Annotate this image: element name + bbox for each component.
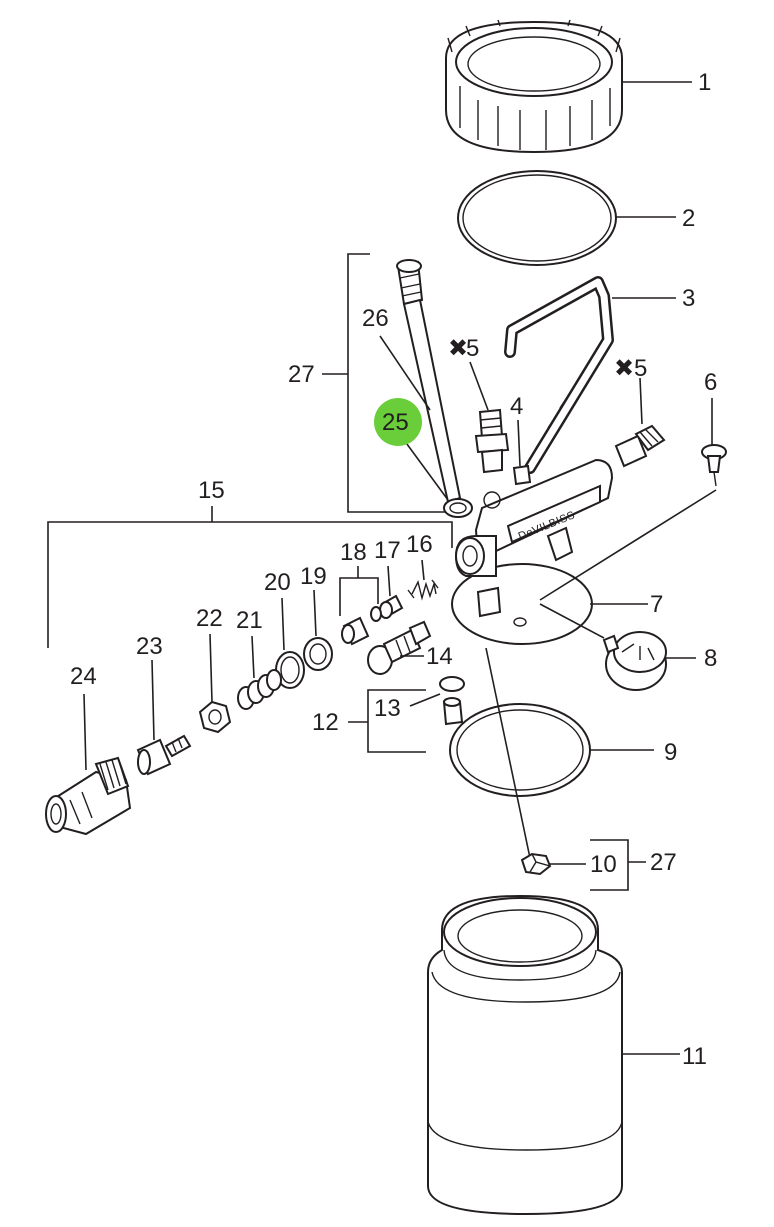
label-part-12: 12 xyxy=(312,709,339,736)
bracket-27-bottom xyxy=(590,839,629,891)
label-part-1: 1 xyxy=(698,69,711,96)
label-part-10: 10 xyxy=(590,851,617,878)
part-7-lid-assembly[interactable]: DeVILBISS xyxy=(451,458,614,645)
part-13-o-ring-small[interactable] xyxy=(439,676,465,692)
part-11-pressure-tank[interactable] xyxy=(427,894,623,1216)
part-3-fluid-tube[interactable] xyxy=(504,276,614,474)
part-9-tank-gasket[interactable] xyxy=(449,703,591,797)
part-19-washer[interactable] xyxy=(303,637,333,671)
label-part-9: 9 xyxy=(664,739,677,766)
part-13-fitting[interactable] xyxy=(442,697,464,726)
label-part-11: 11 xyxy=(682,1043,707,1070)
label-part-19: 19 xyxy=(300,563,327,590)
part-14-check-valve[interactable] xyxy=(367,620,432,675)
part-4-nut[interactable] xyxy=(512,464,532,486)
assembly-axis xyxy=(485,647,531,859)
bracket-18 xyxy=(339,577,379,616)
part-1-retaining-ring[interactable] xyxy=(445,19,623,154)
part-25-washer[interactable] xyxy=(443,498,473,518)
part-24-regulator-knob[interactable] xyxy=(45,756,132,836)
part-5-fitting-left[interactable] xyxy=(474,408,510,474)
part-20-o-ring[interactable] xyxy=(275,651,305,689)
x-mark-icon: ✖ xyxy=(448,335,468,362)
part-2-gasket[interactable] xyxy=(457,170,617,266)
bracket-15 xyxy=(47,521,453,648)
part-10-nut[interactable] xyxy=(520,852,552,876)
label-part-24: 24 xyxy=(70,663,97,690)
label-part-26: 26 xyxy=(362,305,389,332)
label-part-13: 13 xyxy=(374,695,401,722)
part-5-fitting-right[interactable] xyxy=(614,424,666,468)
label-part-8: 8 xyxy=(704,645,717,672)
part-22-hex-nut[interactable] xyxy=(198,700,232,734)
label-part-14: 14 xyxy=(426,643,453,670)
label-part-27-top: 27 xyxy=(288,361,315,388)
part-23-adjusting-screw[interactable] xyxy=(136,734,192,776)
label-part-20: 20 xyxy=(264,569,291,596)
label-part-5-right: 5 xyxy=(634,355,647,382)
label-part-23: 23 xyxy=(136,633,163,660)
label-part-16: 16 xyxy=(406,531,433,558)
part-21-spring[interactable] xyxy=(237,669,282,710)
part-16-spring[interactable] xyxy=(407,579,439,601)
part-8-pressure-gauge[interactable] xyxy=(602,631,667,691)
bracket-12 xyxy=(367,689,426,753)
bracket-27-top xyxy=(347,253,456,513)
x-mark-icon: ✖ xyxy=(614,355,634,382)
label-part-6: 6 xyxy=(704,369,717,396)
label-part-2: 2 xyxy=(682,205,695,232)
label-part-22: 22 xyxy=(196,605,223,632)
part-18-valve-seat[interactable] xyxy=(341,606,382,646)
part-26-dip-tube[interactable] xyxy=(396,259,462,504)
label-part-15: 15 xyxy=(198,477,225,504)
label-part-5-left: 5 xyxy=(466,335,479,362)
part-17-plug[interactable] xyxy=(379,594,404,619)
label-part-27-bottom: 27 xyxy=(650,849,677,876)
label-part-17: 17 xyxy=(374,537,401,564)
highlight-25-marker xyxy=(374,398,422,446)
label-part-4: 4 xyxy=(510,393,523,420)
label-part-3: 3 xyxy=(682,285,695,312)
label-part-21: 21 xyxy=(236,607,263,634)
label-part-7: 7 xyxy=(650,591,663,618)
label-part-18: 18 xyxy=(340,539,367,566)
part-6-safety-valve[interactable] xyxy=(701,444,727,487)
label-part-25: 25 xyxy=(382,409,409,436)
